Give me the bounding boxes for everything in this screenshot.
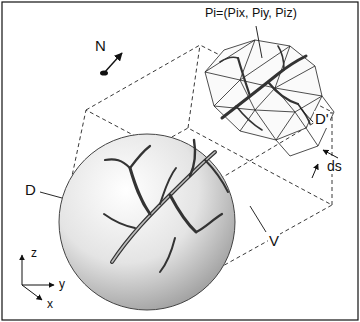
- normal-label: N: [94, 38, 107, 55]
- leader-lines: [40, 26, 313, 232]
- axis-label: x: [46, 298, 54, 311]
- sphere-label: D: [24, 182, 37, 199]
- thickness-label: ds: [326, 159, 343, 174]
- axes: [22, 255, 54, 300]
- mesh-label: D': [314, 111, 330, 128]
- sphere: [59, 134, 235, 310]
- mesh: [205, 40, 334, 156]
- vessels: [104, 140, 228, 272]
- projected-vessels: [220, 46, 310, 130]
- axis-label: z: [30, 247, 38, 260]
- normal-vector: [100, 53, 122, 76]
- axis-label: y: [58, 278, 66, 291]
- point-label: Pi=(Pix, Piy, Piz): [204, 7, 298, 21]
- plane-label: V: [268, 233, 280, 250]
- frame: [2, 2, 358, 320]
